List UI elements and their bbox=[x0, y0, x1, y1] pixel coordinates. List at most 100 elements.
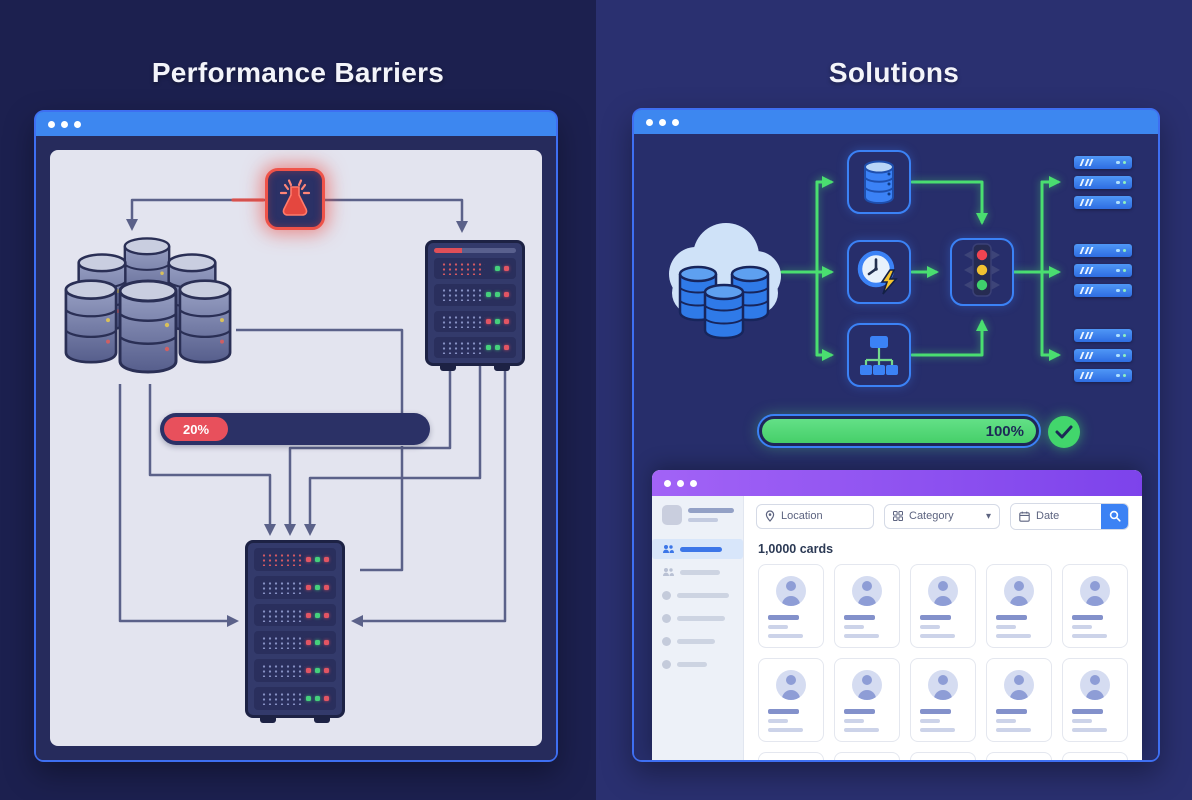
database-icon bbox=[864, 160, 894, 205]
avatar-icon bbox=[852, 576, 882, 606]
dot-matrix bbox=[261, 636, 305, 650]
avatar-icon bbox=[1080, 670, 1110, 700]
success-check-badge bbox=[1048, 416, 1080, 448]
avatar-icon bbox=[1080, 576, 1110, 606]
sidebar-item[interactable] bbox=[662, 562, 743, 582]
window-dot bbox=[646, 118, 653, 126]
app-titlebar bbox=[652, 470, 1142, 496]
profile-card[interactable] bbox=[758, 564, 824, 648]
server-row-icon bbox=[1074, 369, 1132, 382]
server-group-1 bbox=[1074, 156, 1132, 209]
rack-foot bbox=[440, 363, 456, 371]
results-app-window: Location Category bbox=[652, 470, 1142, 760]
profile-card[interactable] bbox=[834, 658, 900, 742]
calendar-icon bbox=[1019, 511, 1030, 522]
sidebar-item[interactable] bbox=[662, 654, 743, 674]
avatar-icon bbox=[776, 670, 806, 700]
cloud-databases-icon bbox=[669, 223, 781, 340]
rack-slot bbox=[254, 687, 336, 710]
rack-slot bbox=[254, 631, 336, 655]
app-body: Location Category bbox=[652, 496, 1142, 760]
sidebar-item-label-placeholder bbox=[677, 638, 715, 644]
window-dot bbox=[664, 479, 671, 487]
rack-slot bbox=[434, 336, 516, 358]
sidebar-item-label-placeholder bbox=[680, 546, 722, 552]
profile-card[interactable] bbox=[986, 564, 1052, 648]
profile-card[interactable] bbox=[834, 752, 900, 760]
check-icon bbox=[1055, 425, 1073, 439]
avatar-icon bbox=[852, 670, 882, 700]
cloud-data-source-node bbox=[658, 212, 790, 342]
logo-text-placeholder bbox=[688, 505, 734, 525]
overload-alert-node bbox=[265, 168, 325, 230]
progress-fill: 20% bbox=[164, 417, 228, 441]
sidebar-item[interactable] bbox=[662, 631, 743, 651]
profile-card[interactable] bbox=[758, 752, 824, 760]
window-dot bbox=[74, 120, 81, 128]
window-dot bbox=[690, 479, 697, 487]
barriers-flow-lines bbox=[118, 198, 507, 627]
app-sidebar bbox=[652, 496, 744, 760]
dot-matrix bbox=[441, 288, 485, 302]
server-row-icon bbox=[1074, 176, 1132, 189]
profile-card[interactable] bbox=[910, 564, 976, 648]
avatar-icon bbox=[1004, 576, 1034, 606]
bullet-icon bbox=[662, 613, 671, 623]
server-row-icon bbox=[1074, 264, 1132, 277]
full-progress-bar: 100% bbox=[757, 414, 1041, 448]
sidebar-item[interactable] bbox=[662, 608, 743, 628]
avatar-icon bbox=[776, 576, 806, 606]
dot-matrix bbox=[261, 664, 305, 678]
search-button[interactable] bbox=[1101, 503, 1128, 529]
sitemap-icon bbox=[860, 336, 898, 375]
right-panel-solutions: Solutions bbox=[596, 0, 1192, 800]
profile-card[interactable] bbox=[758, 658, 824, 742]
dot-matrix bbox=[261, 692, 305, 706]
category-filter-select[interactable]: Category ▾ bbox=[884, 503, 1000, 529]
avatar-icon bbox=[1004, 670, 1034, 700]
profile-card[interactable] bbox=[1062, 752, 1128, 760]
database-cluster-node bbox=[60, 236, 236, 384]
scheduling-node bbox=[847, 240, 911, 304]
rack-slot bbox=[254, 659, 336, 683]
right-browser-window: 100% bbox=[632, 108, 1160, 762]
sidebar-item[interactable] bbox=[662, 585, 743, 605]
location-filter-label: Location bbox=[781, 510, 823, 522]
server-row-icon bbox=[1074, 244, 1132, 257]
server-row-icon bbox=[1074, 329, 1132, 342]
sidebar-item-active[interactable] bbox=[652, 539, 743, 559]
profile-card[interactable] bbox=[986, 752, 1052, 760]
profile-card[interactable] bbox=[986, 658, 1052, 742]
bullet-icon bbox=[662, 659, 671, 669]
sidebar-item-label-placeholder bbox=[677, 615, 725, 621]
logo-mark bbox=[662, 505, 682, 525]
server-row-icon bbox=[1074, 349, 1132, 362]
search-icon bbox=[1109, 510, 1121, 522]
dot-matrix bbox=[261, 552, 305, 566]
progress-label: 20% bbox=[182, 421, 210, 437]
profile-card[interactable] bbox=[1062, 564, 1128, 648]
database-cluster-icon bbox=[64, 237, 232, 374]
date-filter-input[interactable]: Date bbox=[1011, 503, 1101, 529]
right-window-titlebar bbox=[634, 110, 1158, 134]
progress-fill: 100% bbox=[762, 419, 1036, 443]
left-panel-title: Performance Barriers bbox=[151, 56, 445, 88]
dot-matrix bbox=[441, 314, 485, 328]
window-dot bbox=[61, 120, 68, 128]
server-group-2 bbox=[1074, 244, 1132, 297]
rack-foot bbox=[314, 715, 330, 723]
location-filter-input[interactable]: Location bbox=[756, 503, 874, 529]
profile-card[interactable] bbox=[834, 564, 900, 648]
sidebar-item-label-placeholder bbox=[680, 569, 720, 575]
profile-card[interactable] bbox=[910, 658, 976, 742]
profile-card[interactable] bbox=[910, 752, 976, 760]
dot-matrix bbox=[441, 340, 485, 354]
rack-slot bbox=[254, 548, 336, 571]
results-count: 1,0000 cards bbox=[758, 542, 834, 556]
app-main: Location Category bbox=[744, 496, 1142, 760]
category-filter-label: Category bbox=[909, 510, 954, 522]
date-filter-label: Date bbox=[1036, 510, 1060, 522]
server-rack-bottleneck bbox=[245, 540, 345, 723]
chevron-down-icon: ▾ bbox=[985, 510, 991, 522]
profile-card[interactable] bbox=[1062, 658, 1128, 742]
